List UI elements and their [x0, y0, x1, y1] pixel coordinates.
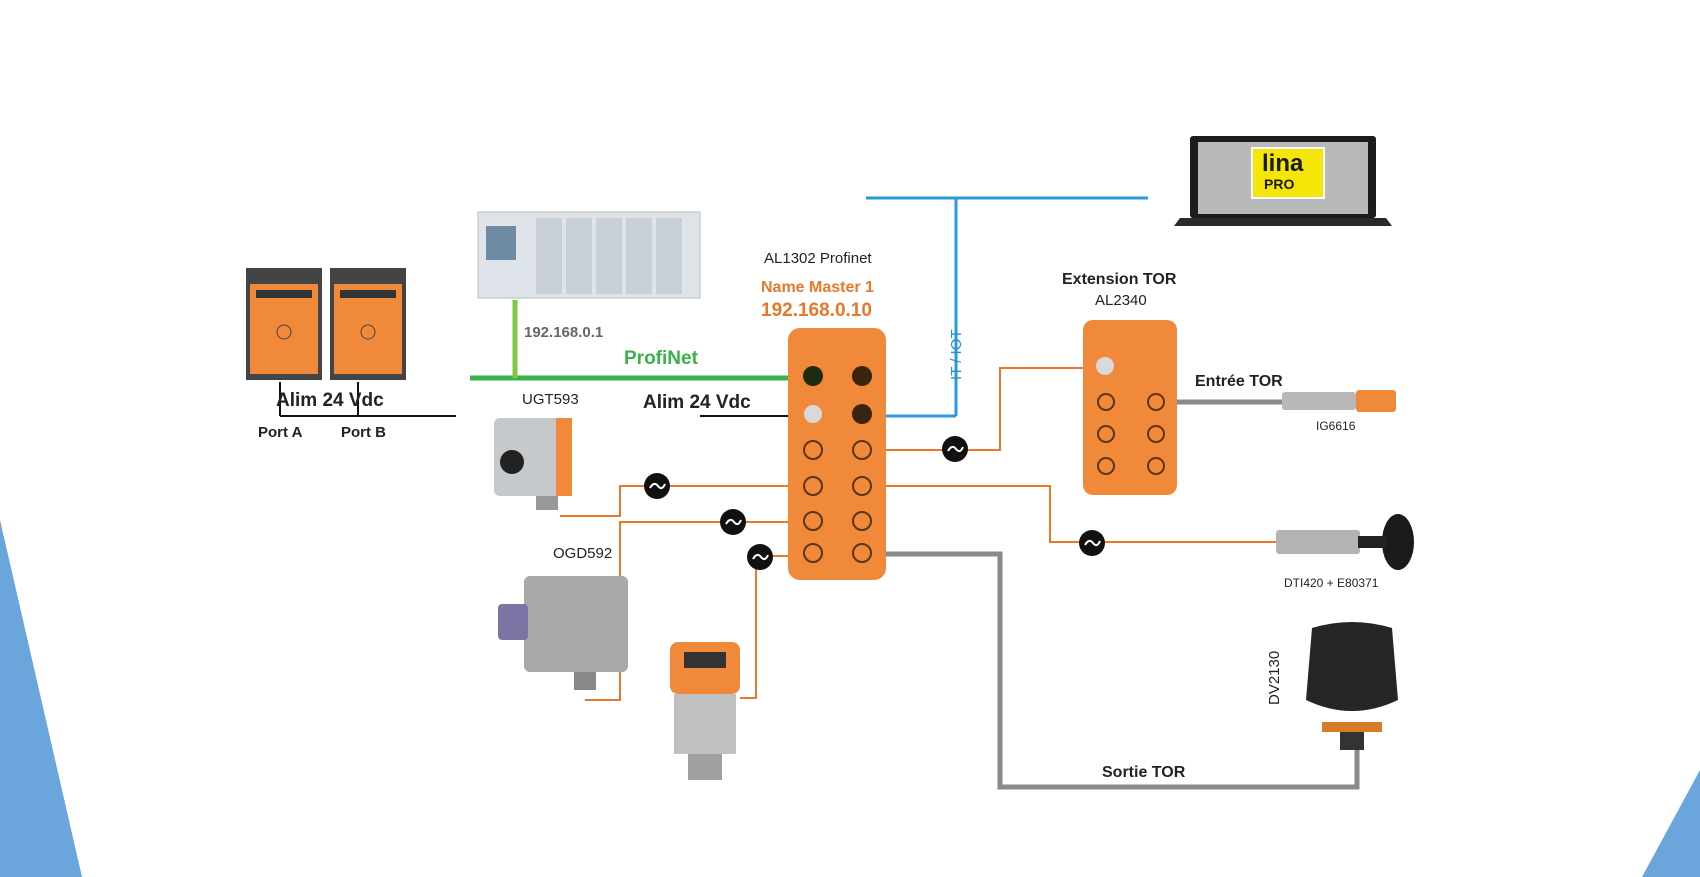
- profinet-cable: [470, 300, 812, 381]
- dv2130-label: DV2130: [1266, 650, 1283, 705]
- alim-24vdc-master-label: Alim 24 Vdc: [643, 392, 751, 413]
- io-link-icon: [720, 509, 746, 535]
- ogd592-label: OGD592: [553, 545, 613, 562]
- corner-decoration-right: [1642, 770, 1700, 877]
- profinet-label: ProfiNet: [624, 348, 698, 369]
- master-model-label: AL1302 Profinet: [764, 250, 872, 267]
- power-supply-b: [330, 268, 406, 380]
- sortie-tor-label: Sortie TOR: [1102, 764, 1186, 781]
- plc: [477, 211, 701, 299]
- extension-title-label: Extension TOR: [1062, 271, 1177, 288]
- extension-model-label: AL2340: [1095, 292, 1147, 309]
- ugt593-label: UGT593: [522, 391, 579, 408]
- master-name-label: Name Master 1: [761, 279, 874, 296]
- alim-24vdc-left-label: Alim 24 Vdc: [276, 390, 384, 411]
- ugt593-sensor: [494, 418, 572, 510]
- dti420-label: DTI420 + E80371: [1284, 576, 1379, 590]
- ogd592-sensor: [498, 576, 628, 690]
- corner-decoration-left: [0, 520, 82, 877]
- entree-tor-label: Entrée TOR: [1195, 373, 1283, 390]
- pressure-sensor: [670, 642, 740, 780]
- ig6616-label: IG6616: [1316, 419, 1356, 433]
- io-link-icon: [644, 473, 670, 499]
- it-iot-label: IT / IOT: [948, 329, 965, 380]
- laptop-logo-top: lina: [1262, 150, 1304, 177]
- power-supply-a: [246, 268, 322, 380]
- laptop: [1174, 136, 1392, 226]
- extension-al2340: [1083, 320, 1177, 495]
- sortie-tor-cable: [866, 399, 1360, 790]
- master-ip-label: 192.168.0.10: [761, 300, 872, 321]
- io-link-symbols: [644, 436, 1105, 570]
- laptop-logo-bottom: PRO: [1264, 176, 1295, 192]
- plc-ip-label: 192.168.0.1: [524, 324, 604, 341]
- io-link-cables: [560, 367, 1276, 701]
- io-link-icon: [942, 436, 968, 462]
- master-al1302: [788, 328, 886, 580]
- port-b-label: Port B: [341, 424, 386, 441]
- io-link-icon: [747, 544, 773, 570]
- port-a-label: Port A: [258, 424, 303, 441]
- ig6616-sensor: [1282, 390, 1396, 412]
- io-link-icon: [1079, 530, 1105, 556]
- it-iot-cable: [866, 196, 1148, 418]
- dti420-reader: [1276, 514, 1414, 570]
- dv2130-signal-light: [1306, 622, 1398, 750]
